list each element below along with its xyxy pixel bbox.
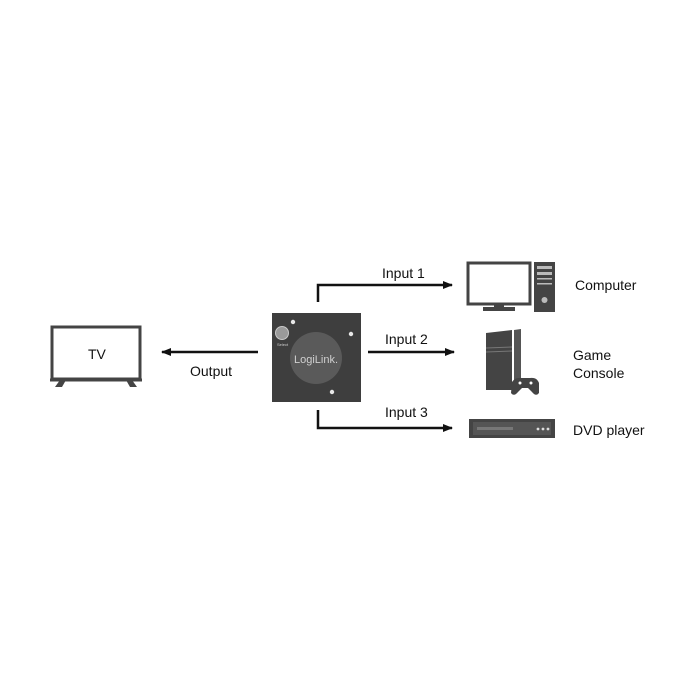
switch-brand-logo: LogiLink. xyxy=(294,354,338,366)
dvd-player-icon xyxy=(469,419,555,438)
computer-label: Computer xyxy=(575,277,637,293)
game-console-icon xyxy=(485,329,539,395)
switch-logo-circle xyxy=(290,332,342,384)
dvd-player-label: DVD player xyxy=(573,422,645,438)
tv-icon xyxy=(50,325,142,387)
hdmi-switch-device: Select LogiLink. xyxy=(272,313,361,402)
select-button-icon xyxy=(275,326,289,340)
output-label: Output xyxy=(190,363,233,379)
input-2-label: Input 2 xyxy=(385,331,428,347)
game-console-label: Game Console xyxy=(573,346,633,382)
switch-select-label: Select xyxy=(277,342,289,347)
input-1-arrow xyxy=(316,281,453,302)
input-1-label: Input 1 xyxy=(382,265,425,281)
game-console-label-line-2: Console xyxy=(573,365,625,381)
tv-label: TV xyxy=(88,346,106,362)
input-3-arrow xyxy=(316,410,453,432)
computer-icon xyxy=(466,261,555,312)
input-3-label: Input 3 xyxy=(385,404,428,420)
game-console-label-line-1: Game xyxy=(573,347,612,363)
